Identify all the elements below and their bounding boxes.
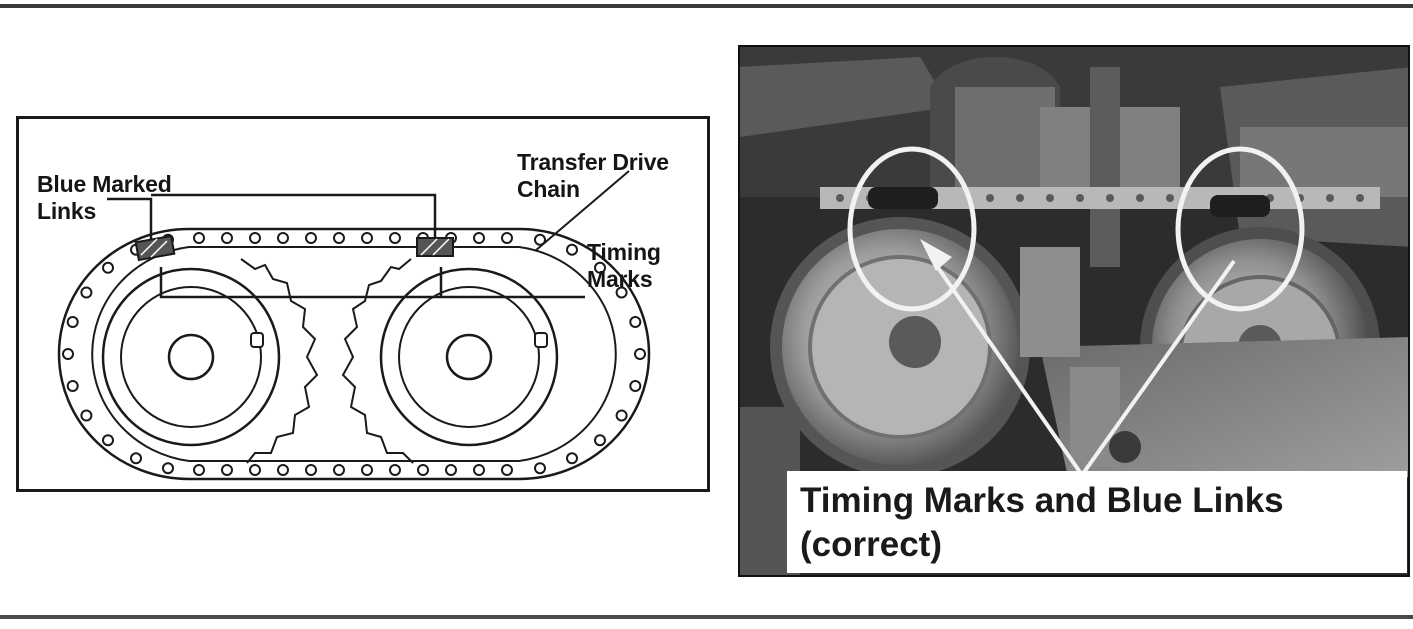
- leader-blue-links-right: [151, 193, 437, 238]
- blue-marked-link-right: [416, 237, 454, 257]
- arrow-line-left: [930, 257, 1084, 477]
- chain-link-pin: [417, 464, 429, 476]
- chain-outer-edge: [57, 227, 651, 481]
- chain-link-pin: [249, 232, 261, 244]
- arrow-head-left: [920, 239, 952, 271]
- chain-link-pin: [594, 261, 606, 274]
- chain-link-pin: [277, 232, 289, 244]
- right-sprocket: [379, 267, 559, 447]
- chain-link-pin: [534, 233, 546, 246]
- arrow-line-right: [1080, 259, 1236, 477]
- bottom-rule: [0, 615, 1413, 619]
- chain-link-pin: [249, 464, 261, 476]
- chain-link-pin: [361, 232, 373, 244]
- chain-link-pin: [566, 243, 578, 256]
- chain-diagram: Blue Marked Links Transfer Drive Chain T…: [16, 116, 710, 492]
- chain-link-pin: [501, 464, 513, 476]
- chain-link-pin: [193, 464, 205, 476]
- chain-link-pin: [389, 464, 401, 476]
- chain-link-pin: [615, 286, 628, 299]
- blue-marked-link-left: [134, 234, 176, 262]
- chain-link-pin: [102, 261, 114, 274]
- label-transfer-drive-chain: Transfer Drive Chain: [517, 149, 669, 202]
- left-sprocket: [101, 267, 281, 447]
- highlight-circle-right: [1175, 146, 1305, 312]
- chain-diagram-drawing: [57, 170, 651, 481]
- chain-link-pin: [193, 232, 205, 244]
- chain-link-pin: [473, 232, 485, 244]
- chain-link-pin: [566, 452, 578, 465]
- chain-link-pin: [221, 232, 233, 244]
- chain-inner-edge: [91, 246, 617, 462]
- right-gear-teeth: [341, 258, 414, 464]
- chain-link-pin: [629, 316, 642, 328]
- top-rule: [0, 4, 1413, 8]
- chain-link-pin: [445, 464, 457, 476]
- chain-link-pin: [389, 232, 401, 244]
- left-gear-teeth: [240, 258, 319, 464]
- chain-link-pin: [102, 434, 114, 447]
- chain-link-pin: [615, 409, 628, 422]
- chain-link-pin: [277, 464, 289, 476]
- chain-link-pin: [305, 464, 317, 476]
- chain-link-pin: [333, 232, 345, 244]
- engine-photo: Timing Marks and Blue Links (correct): [738, 45, 1410, 577]
- caption-box: [787, 471, 1407, 573]
- chain-link-pin: [62, 348, 74, 360]
- chain-link-pin: [594, 434, 606, 447]
- chain-link-pin: [130, 452, 142, 465]
- chain-link-pin: [80, 409, 93, 422]
- chain-link-pin: [305, 232, 317, 244]
- chain-link-pin: [361, 464, 373, 476]
- highlight-circle-left: [847, 146, 977, 312]
- chain-link-pin: [221, 464, 233, 476]
- leader-timing-marks: [159, 267, 585, 299]
- chain-link-pin: [534, 462, 546, 475]
- chain-link-pin: [629, 380, 642, 392]
- chain-link-pin: [501, 232, 513, 244]
- chain-link-pin: [80, 286, 93, 299]
- chain-link-pin: [333, 464, 345, 476]
- chain-link-pin: [634, 348, 646, 360]
- photo-caption: Timing Marks and Blue Links (correct): [800, 481, 1284, 564]
- chain-link-pin: [66, 380, 79, 392]
- chain-link-pin: [66, 316, 79, 328]
- leader-blue-links: [107, 197, 153, 239]
- leader-transfer-chain: [534, 170, 630, 252]
- chain-link-pin: [162, 462, 174, 475]
- chain-link-pin: [473, 464, 485, 476]
- label-timing-marks: Timing Marks: [587, 239, 661, 292]
- label-blue-marked-links: Blue Marked Links: [37, 171, 172, 224]
